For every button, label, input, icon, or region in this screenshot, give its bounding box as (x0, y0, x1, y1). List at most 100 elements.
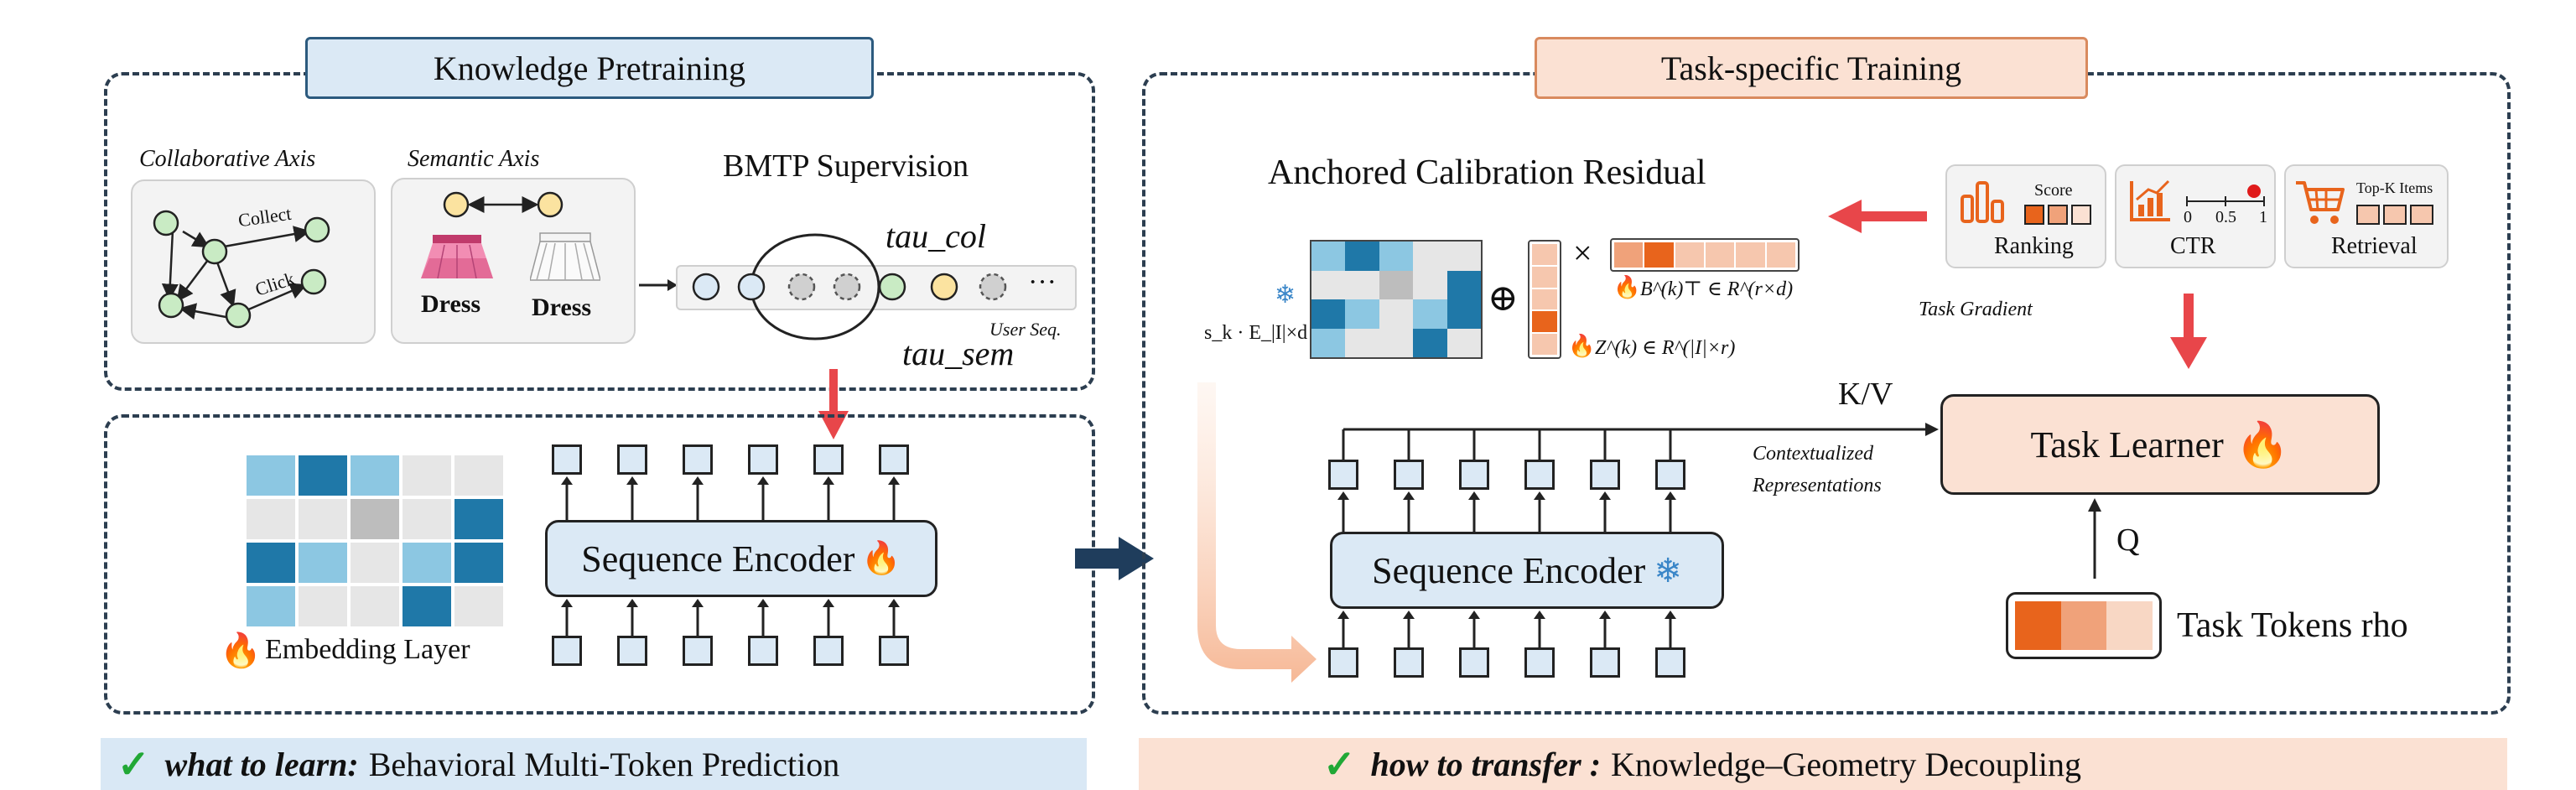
task-tokens-box (2006, 592, 2162, 659)
z-cell (1532, 334, 1557, 355)
ranking-score-label: Score (2034, 181, 2073, 200)
input-token (748, 636, 778, 666)
input-token (879, 636, 909, 666)
flow-arrow-head (1337, 491, 1349, 500)
flow-arrow-head (561, 476, 573, 485)
embedding-cell (351, 543, 399, 583)
flow-arrow-head (823, 599, 834, 607)
task-learner-box: Task Learner 🔥 (1940, 394, 2380, 495)
flow-arrow-head (823, 476, 834, 485)
sequence-encoder-right: Sequence Encoder ❄ (1330, 532, 1724, 609)
anchor-cell (1345, 270, 1379, 299)
snowflake-icon-matrix: ❄ (1275, 281, 1296, 309)
user-sequence-items (692, 233, 1007, 340)
output-token (748, 444, 778, 475)
b-cell (1736, 242, 1765, 268)
kv-arrow (1343, 423, 1939, 436)
input-token (813, 636, 844, 666)
flow-arrow-head (1403, 491, 1415, 500)
flow-arrow-head (1534, 611, 1545, 619)
flow-arrow-head (1468, 611, 1480, 619)
anchor-cell (1379, 299, 1414, 329)
embedding-cell (299, 543, 347, 583)
bmtp-supervision-title: BMTP Supervision (723, 148, 969, 184)
contextualized-label: Contextualized (1753, 443, 1873, 465)
collaborative-graph (153, 210, 330, 329)
flow-arrow-head (1665, 611, 1676, 619)
output-token (683, 444, 713, 475)
sk-e-label: s_k · E_|I|×d (1204, 322, 1308, 344)
flow-arrow-head (1403, 611, 1415, 619)
z-cell (1532, 288, 1557, 310)
output-token (1524, 460, 1555, 490)
embedding-cell (454, 499, 503, 539)
how-to-transfer-banner: ✓ how to transfer : Knowledge–Geometry D… (1139, 738, 2507, 790)
flow-arrow-head (757, 476, 769, 485)
anchor-cell (1311, 270, 1346, 299)
z-cell (1532, 266, 1557, 288)
representations-label: Representations (1753, 475, 1882, 496)
anchor-cell (1311, 299, 1346, 329)
anchor-cell (1379, 270, 1414, 299)
output-token (552, 444, 582, 475)
embedding-cell (402, 455, 451, 496)
input-token (683, 636, 713, 666)
sequence-ellipsis: ··· (1028, 267, 1057, 298)
what-to-learn-text: Behavioral Multi-Token Prediction (368, 745, 840, 783)
input-token (1524, 647, 1555, 678)
arrow-to-sequence (639, 279, 678, 291)
anchor-cell (1311, 328, 1346, 357)
anchor-cell (1413, 242, 1447, 271)
anchor-cell (1446, 242, 1481, 271)
output-token (1459, 460, 1489, 490)
sequence-encoder-left: Sequence Encoder 🔥 (545, 520, 937, 597)
flow-arrow-head (1599, 611, 1611, 619)
collaborative-axis-label: Collaborative Axis (139, 146, 316, 172)
embedding-cell (454, 543, 503, 583)
embedding-cell (247, 543, 295, 583)
dress-label-right: Dress (532, 294, 592, 321)
check-icon-left: ✓ (117, 743, 150, 786)
task-gradient-label: Task Gradient (1919, 299, 2033, 320)
ctr-slider-icon (2186, 185, 2265, 206)
output-token (813, 444, 844, 475)
fire-icon-b: 🔥 (1613, 275, 1641, 299)
embedding-cell (351, 455, 399, 496)
red-down-arrow-task (2170, 294, 2207, 369)
task-token-3 (2106, 601, 2153, 650)
embedding-cell (454, 586, 503, 626)
input-token (552, 636, 582, 666)
topk-boxes (2356, 205, 2433, 225)
embedding-matrix (247, 455, 503, 626)
fire-icon-embedding: 🔥 (220, 631, 262, 669)
input-token (617, 636, 647, 666)
anchor-cell (1413, 299, 1447, 329)
task-learner-label: Task Learner (2030, 424, 2224, 465)
anchor-cell (1446, 328, 1481, 357)
pretraining-title: Knowledge Pretraining (305, 37, 874, 99)
residual-flow-arrow (1197, 382, 1317, 683)
ctr-label: CTR (2170, 233, 2216, 259)
ranking-label: Ranking (1994, 233, 2074, 259)
anchor-cell (1379, 242, 1414, 271)
kv-label: K/V (1838, 377, 1893, 412)
q-arrow (2088, 498, 2101, 579)
how-to-transfer-text: Knowledge–Geometry Decoupling (1611, 745, 2082, 783)
z-label: Z^(k) ∈ R^(|I|×r) (1595, 337, 1736, 359)
skirt-pink-icon (421, 235, 493, 279)
z-matrix (1528, 240, 1561, 359)
left-token-arrows (561, 476, 900, 636)
transfer-arrow (1075, 537, 1154, 580)
task-training-title: Task-specific Training (1535, 37, 2088, 99)
anchor-cell (1345, 242, 1379, 271)
q-label: Q (2116, 522, 2140, 558)
task-tokens-label: Task Tokens rho (2177, 606, 2408, 645)
flow-arrow-head (626, 476, 638, 485)
embedding-cell (351, 586, 399, 626)
flow-arrow-head (1599, 491, 1611, 500)
flow-arrow-head (1665, 491, 1676, 500)
flow-arrow-head (1534, 491, 1545, 500)
anchor-cell (1345, 328, 1379, 357)
how-to-transfer-label: how to transfer : (1370, 745, 1602, 783)
